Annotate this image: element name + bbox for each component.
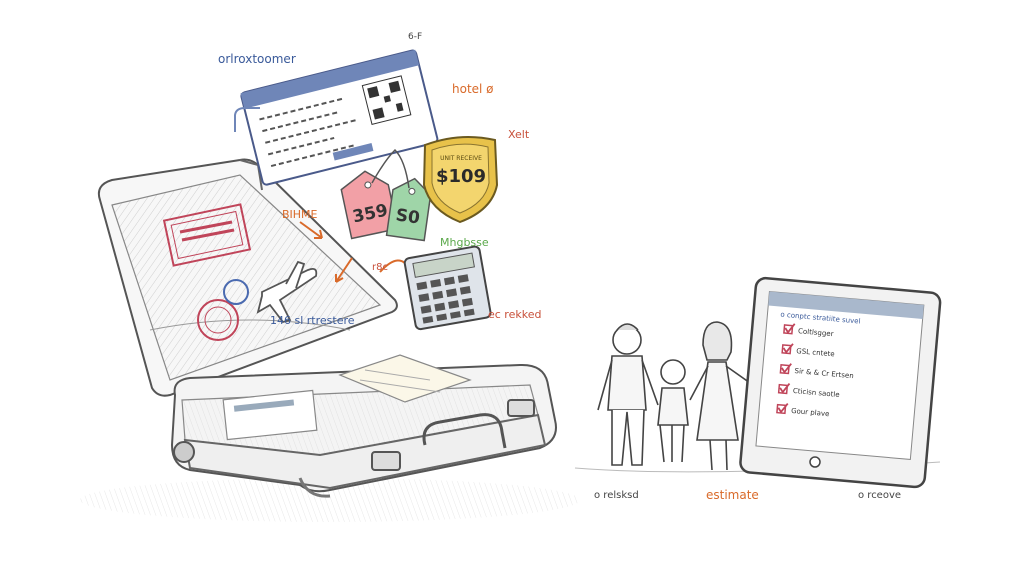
label-flight-note: 146 sl rtrestere [270, 314, 355, 327]
label-stamp-word: BIHME [282, 208, 318, 221]
label-top-small: 6-F [408, 32, 423, 42]
boarding-pass [240, 49, 439, 186]
checklist-item: GSL cntete [781, 343, 835, 358]
shield-price: $109 [436, 166, 486, 187]
checklist-item-label: Gour plave [791, 407, 830, 418]
label-loop-word: r8c [372, 262, 388, 273]
label-bottom-right: o rceove [858, 490, 902, 501]
shield-small-text: UNIT RECEIVE [440, 155, 482, 162]
boarding-pass-arrow [234, 107, 260, 132]
label-bottom-left: o relsksd [594, 490, 639, 501]
tablet-device [739, 276, 942, 489]
checklist-item: Gour plave [776, 402, 830, 418]
label-received: ec rekked [488, 308, 542, 321]
shield-badge [422, 136, 499, 224]
family-sketch [597, 321, 761, 471]
green-tag-value: S0 [394, 205, 421, 228]
open-suitcase [97, 158, 557, 498]
label-tag-right: Xelt [508, 128, 530, 141]
checklist-item: Coltlsgger [783, 323, 834, 338]
price-tag-green [385, 177, 432, 242]
label-estimate: estimate [706, 488, 759, 502]
label-top-left: orlroxtoomer [218, 52, 296, 66]
airplane-icon [256, 260, 318, 324]
checklist-item-label: GSL cntete [796, 347, 835, 358]
tag-strings [371, 148, 410, 189]
calculator-icon [403, 245, 492, 331]
passport-stamps [162, 203, 252, 341]
label-green-word: Mhgbsse [440, 236, 489, 249]
label-hotel: hotel ø [452, 82, 494, 96]
checklist-item-label: Coltlsgger [798, 327, 834, 338]
